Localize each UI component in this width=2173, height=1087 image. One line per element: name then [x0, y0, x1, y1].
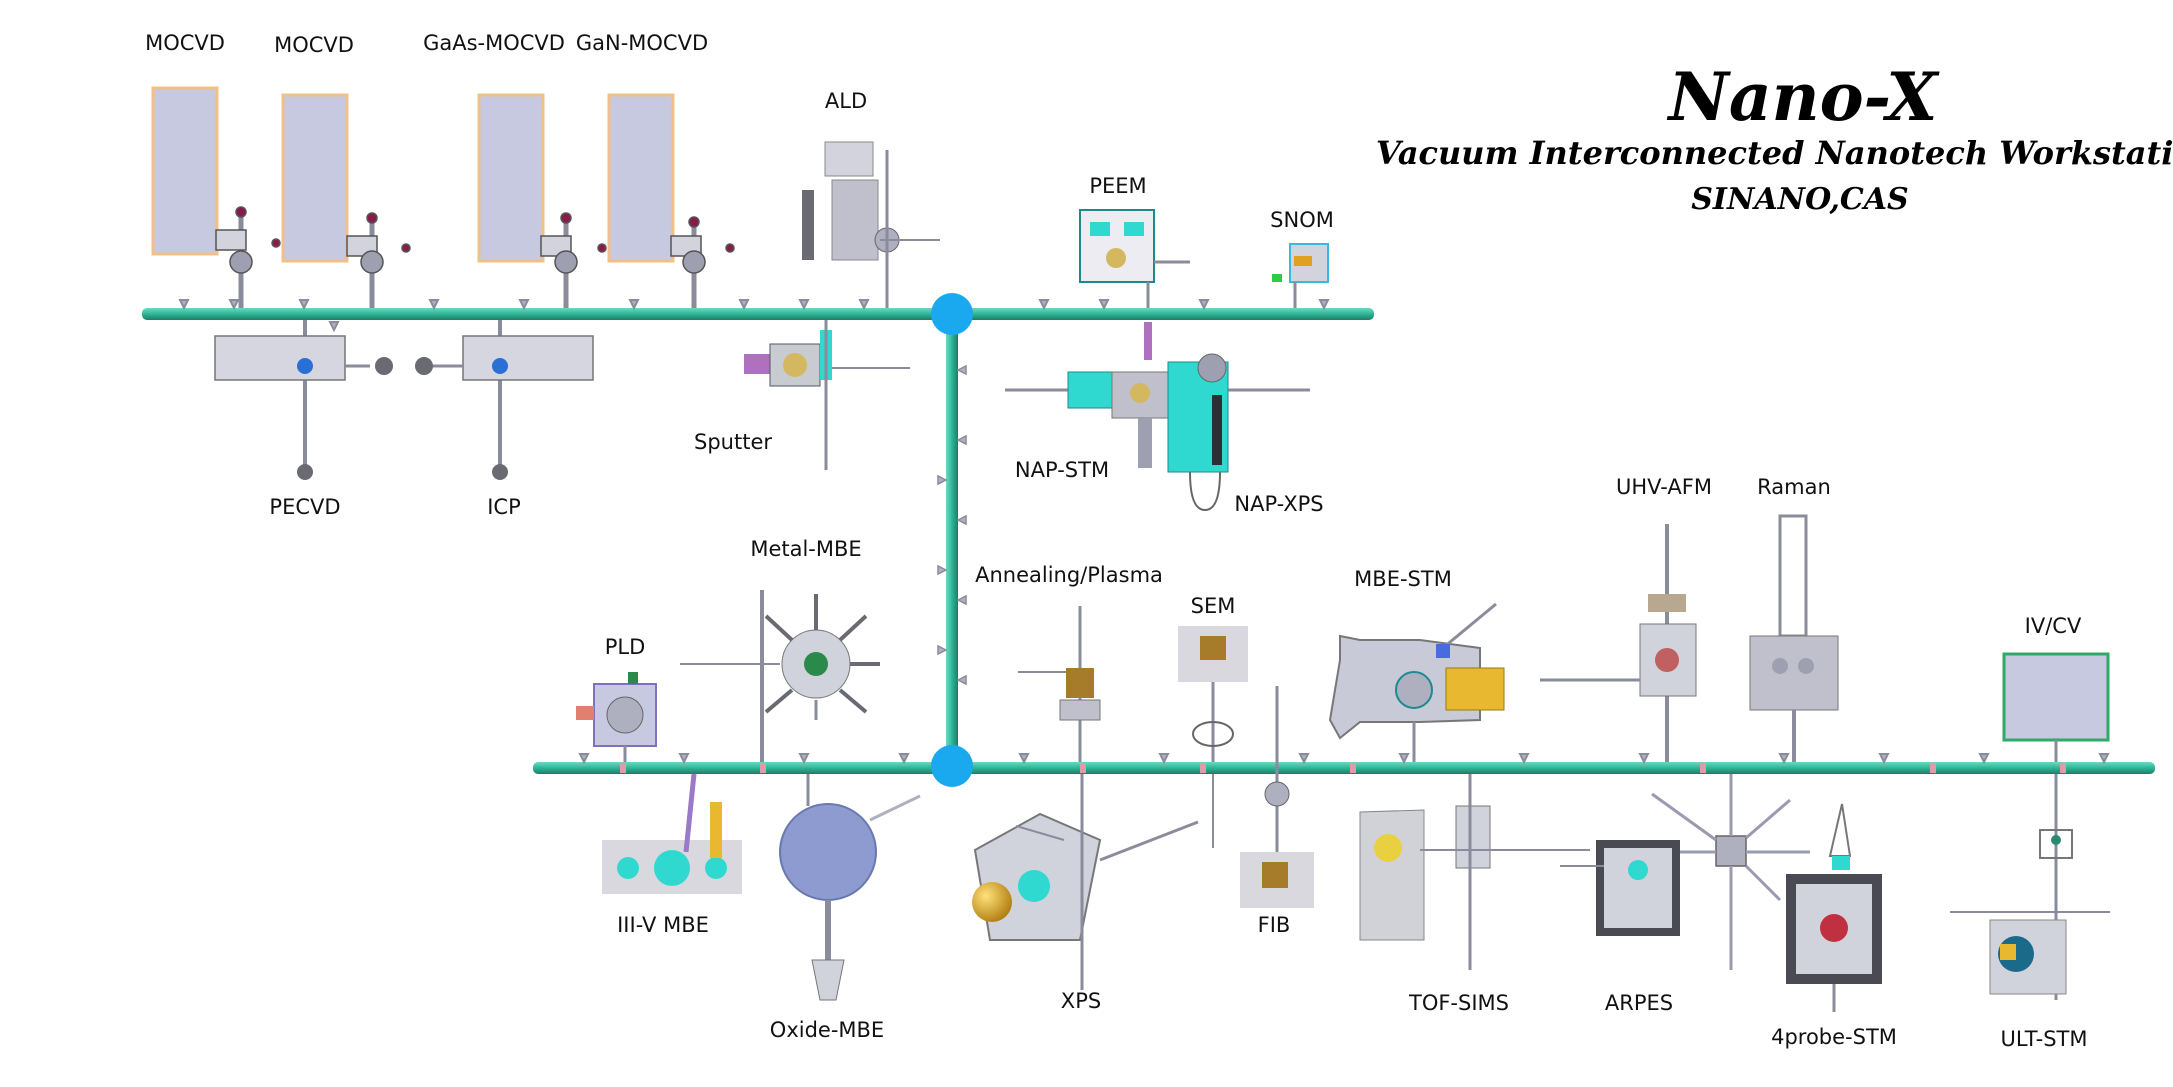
sem-equipment — [1178, 626, 1248, 848]
label-gaas-mocvd: GaAs-MOCVD — [423, 31, 565, 55]
label-raman: Raman — [1757, 475, 1831, 499]
snom-equipment — [1272, 243, 1329, 308]
label-mocvd-2: MOCVD — [274, 33, 354, 57]
label-tof-sims: TOF-SIMS — [1409, 991, 1509, 1015]
nap-stm-xps-equipment — [1005, 322, 1310, 512]
label-fib: FIB — [1257, 913, 1291, 937]
top-transfer-line — [142, 299, 1374, 333]
bottom-hub — [931, 745, 973, 787]
label-icp: ICP — [487, 495, 521, 519]
ult-stm-equipment — [1950, 774, 2110, 1000]
label-ald: ALD — [824, 89, 868, 113]
fib-equipment — [1240, 686, 1314, 908]
iii-v-mbe-equipment — [602, 773, 742, 894]
xps-equipment — [972, 774, 1199, 990]
label-annealing-plasma: Annealing/Plasma — [975, 563, 1163, 587]
arpes-equipment — [1560, 840, 1680, 936]
annealing-plasma-equipment — [1018, 606, 1101, 762]
label-uhv-afm: UHV-AFM — [1616, 475, 1712, 499]
label-sem: SEM — [1190, 594, 1236, 618]
icp-equipment — [415, 320, 594, 480]
label-gan-mocvd: GaN-MOCVD — [575, 31, 709, 55]
label-pld: PLD — [604, 635, 646, 659]
raman-equipment — [1749, 514, 1839, 762]
star-manifold — [1651, 774, 1810, 970]
organization-label: SINANO,CAS — [1691, 182, 1909, 217]
pld-equipment — [576, 672, 657, 762]
label-mocvd-1: MOCVD — [145, 31, 225, 55]
label-snom: SNOM — [1270, 208, 1334, 232]
label-arpes: ARPES — [1604, 991, 1674, 1015]
mocvd-2-chamber — [281, 93, 349, 263]
label-pecvd: PECVD — [269, 495, 341, 519]
label-nap-xps: NAP-XPS — [1234, 492, 1324, 516]
peem-equipment — [1079, 209, 1190, 308]
bottom-transfer-line — [533, 753, 2155, 774]
ald-equipment — [802, 141, 940, 308]
sputter-equipment — [744, 320, 910, 470]
gan-mocvd-chamber — [607, 93, 675, 263]
label-mbe-stm: MBE-STM — [1354, 567, 1452, 591]
iv-cv-box — [2002, 652, 2110, 742]
vertical-transfer-line — [937, 318, 967, 766]
label-peem: PEEM — [1089, 174, 1147, 198]
label-oxide-mbe: Oxide-MBE — [769, 1018, 885, 1042]
label-4probe-stm: 4probe-STM — [1771, 1025, 1897, 1049]
mocvd-loadlocks — [215, 206, 735, 310]
top-hub — [931, 293, 973, 335]
oxide-mbe-equipment — [779, 774, 921, 1001]
mbe-stm-equipment — [1328, 602, 1505, 762]
gaas-mocvd-chamber — [477, 93, 545, 263]
4probe-stm-equipment — [1786, 803, 1882, 1012]
page-title: Nano-X — [1668, 58, 1938, 136]
label-iii-v-mbe: III-V MBE — [617, 913, 709, 937]
label-nap-stm: NAP-STM — [1014, 458, 1110, 482]
pecvd-equipment — [214, 320, 393, 480]
mocvd-1-chamber — [151, 86, 219, 256]
metal-mbe-equipment — [680, 590, 880, 762]
label-metal-mbe: Metal-MBE — [750, 537, 862, 561]
label-xps: XPS — [1060, 989, 1102, 1013]
label-sputter: Sputter — [694, 430, 772, 454]
tof-sims-equipment — [1359, 774, 1590, 970]
label-iv-cv: IV/CV — [2024, 614, 2082, 638]
uhv-afm-equipment — [1540, 524, 1697, 762]
mocvd-chambers — [151, 86, 675, 263]
label-ult-stm: ULT-STM — [2000, 1027, 2088, 1051]
page-subtitle: Vacuum Interconnected Nanotech Workstati… — [1375, 134, 2173, 172]
